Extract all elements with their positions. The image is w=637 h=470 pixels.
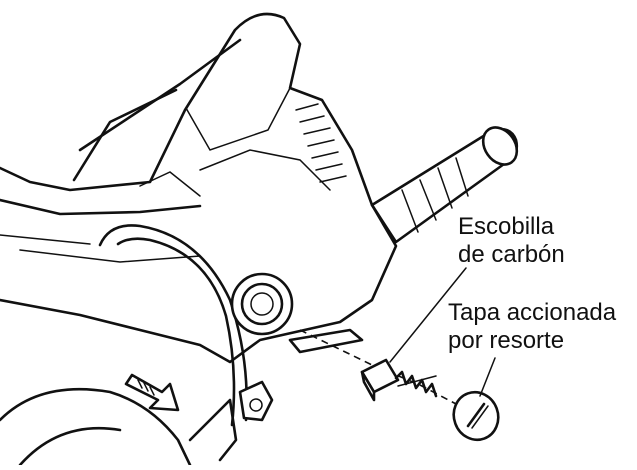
spring-cap — [452, 390, 500, 442]
spring-cap-label: Tapa accionada por resorte — [448, 299, 616, 355]
leader-line-carbon-brush — [389, 267, 467, 363]
carbon-brush-label-line1: Escobilla — [458, 213, 555, 240]
spring-cap-label-line1: Tapa accionada — [448, 299, 617, 326]
brush-spring — [394, 370, 438, 398]
spring-cap-label-line2: por resorte — [448, 327, 565, 354]
carbon-brush-label: Escobilla de carbón — [458, 213, 565, 269]
base-lever — [188, 328, 364, 462]
power-cord — [370, 126, 519, 244]
grip-texture — [295, 103, 347, 183]
blade-guard — [0, 224, 248, 467]
brush-port — [230, 272, 294, 336]
saw-body — [0, 12, 398, 364]
leader-line-spring-cap — [479, 357, 496, 397]
rotation-arrow-icon — [124, 373, 180, 412]
assembly-path — [299, 329, 459, 406]
carbon-brush-label-line2: de carbón — [458, 241, 565, 268]
carbon-brush — [360, 358, 400, 402]
